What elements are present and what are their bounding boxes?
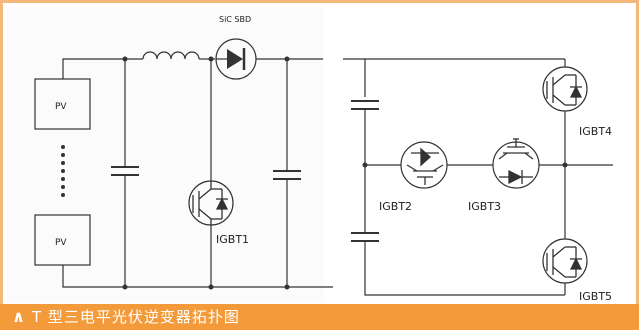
igbt5-device-icon xyxy=(546,246,583,278)
pv-string-dots xyxy=(61,145,65,197)
igbt4-device-icon xyxy=(546,74,583,106)
igbt2-device-icon xyxy=(406,147,444,185)
label-igbt2: IGBT2 xyxy=(379,200,412,213)
wire-pv-top xyxy=(62,58,143,79)
label-sic-sbd: SiC SBD xyxy=(219,15,251,24)
inverter-panel xyxy=(343,39,635,303)
sbd-diode-icon xyxy=(216,48,246,70)
wire-ground-left xyxy=(62,265,333,288)
label-igbt5: IGBT5 xyxy=(579,290,612,303)
caption-bar: ∧ T 型三电平光伏逆变器拓扑图 xyxy=(0,304,639,330)
label-igbt4: IGBT4 xyxy=(579,125,612,138)
igbt3-device-icon xyxy=(498,138,534,185)
label-igbt3: IGBT3 xyxy=(468,200,501,213)
label-pv-top: PV xyxy=(55,102,67,112)
inductor xyxy=(142,51,200,60)
label-igbt1: IGBT1 xyxy=(216,233,249,246)
circuit-diagram: SiC SBD PV PV IGBT1 IGBT2 IGBT3 IGBT4 IG… xyxy=(6,7,635,303)
boost-panel xyxy=(6,7,324,303)
igbt1-device-icon xyxy=(192,181,229,225)
wire-bus-bottom xyxy=(364,241,565,296)
junction-dots xyxy=(122,56,568,290)
label-pv-bottom: PV xyxy=(55,238,67,248)
figure-caption: T 型三电平光伏逆变器拓扑图 xyxy=(32,308,240,326)
chevron-up-icon: ∧ xyxy=(12,307,25,326)
